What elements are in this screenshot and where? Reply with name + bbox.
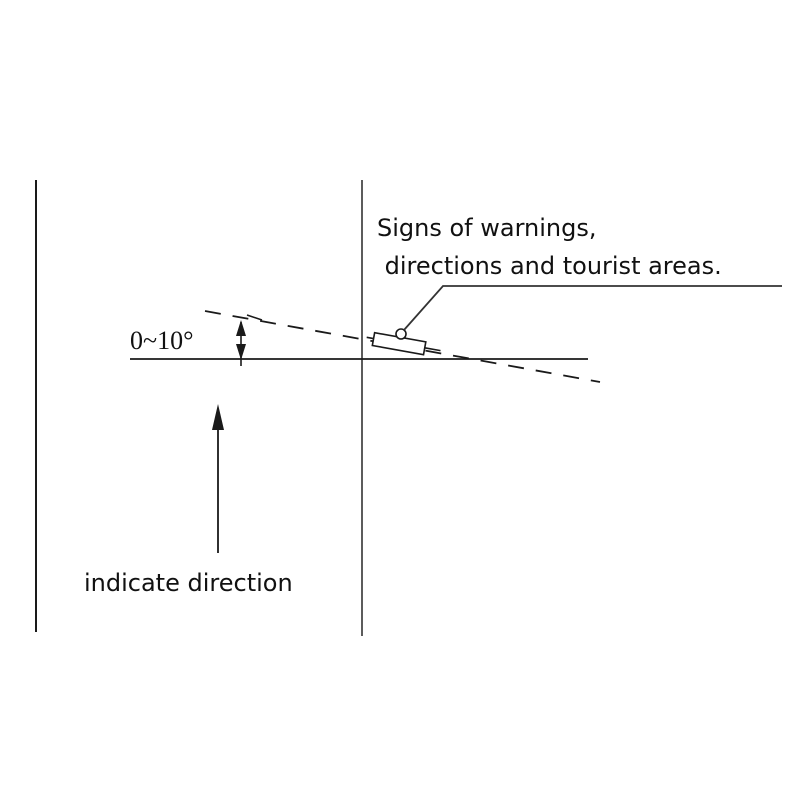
callout-text-line1: Signs of warnings, [377, 214, 596, 242]
angle-indicator-icon [236, 314, 263, 366]
direction-label: indicate direction [84, 569, 293, 597]
callout-text-line2: directions and tourist areas. [377, 252, 722, 280]
callout-leader-line [403, 285, 782, 331]
direction-arrow-icon [212, 404, 224, 553]
mount-point-icon [395, 328, 407, 340]
angle-range-label: 0~10° [130, 326, 193, 355]
